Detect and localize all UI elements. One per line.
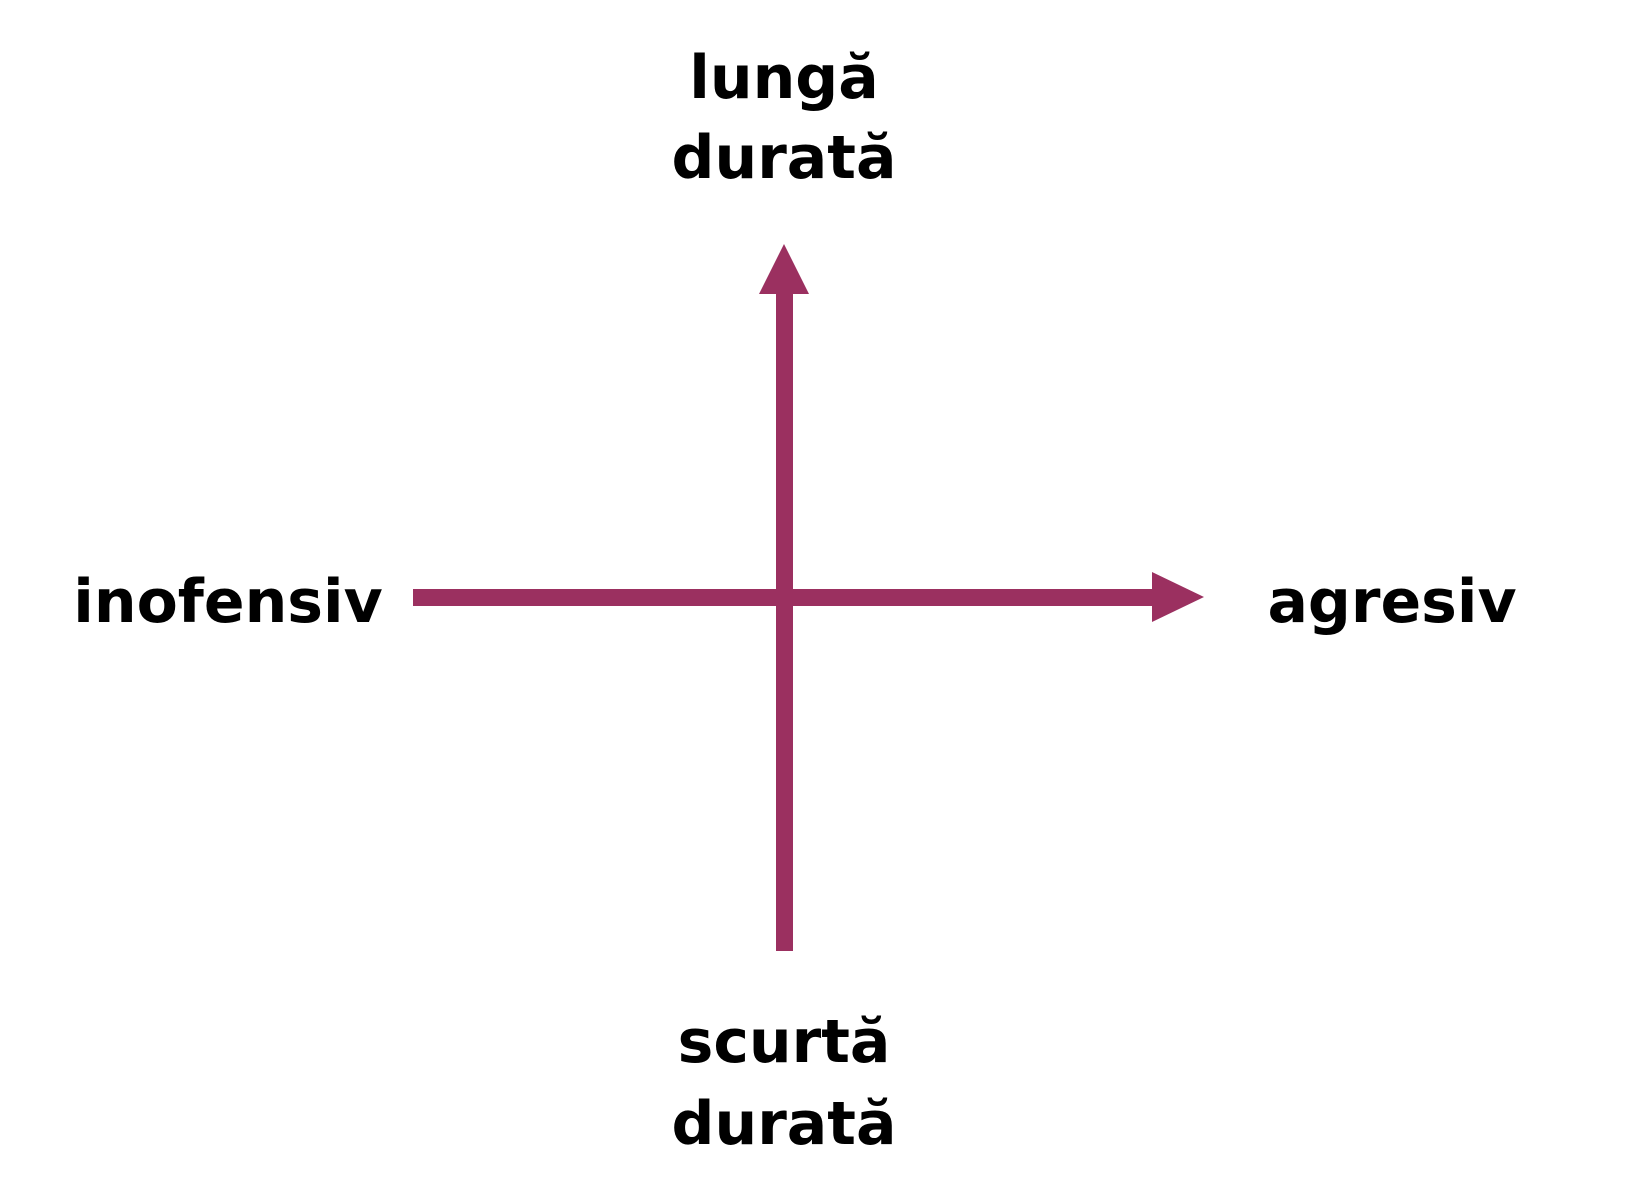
bottom-label-line2: durată [672, 1089, 897, 1159]
top-label-line2: durată [672, 123, 897, 193]
left-label: inofensiv [73, 567, 382, 637]
top-label-line1: lungă [689, 43, 878, 113]
bottom-label-line1: scurtă [678, 1007, 891, 1077]
vertical-axis-arrowhead [759, 244, 809, 294]
horizontal-axis-arrowhead [1152, 572, 1204, 622]
vertical-axis-line [776, 290, 793, 951]
horizontal-axis-line [413, 589, 1158, 606]
right-label: agresiv [1267, 567, 1516, 637]
